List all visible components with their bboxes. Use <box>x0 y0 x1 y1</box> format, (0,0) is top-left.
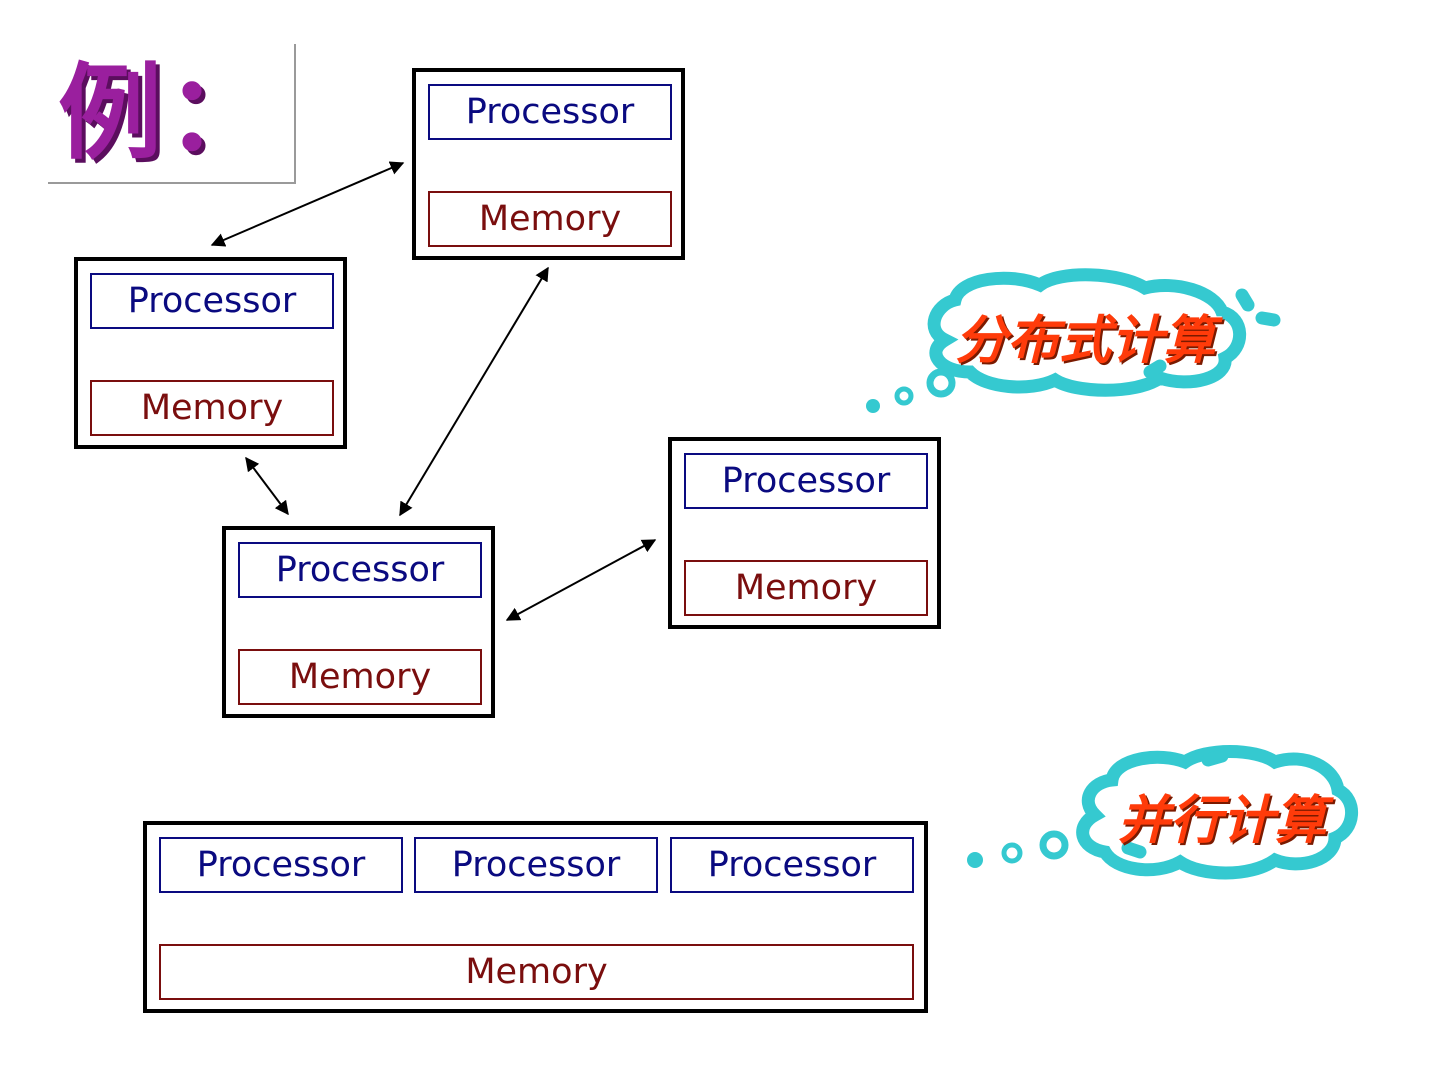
link-left-center <box>245 456 289 516</box>
node-right: Processor Memory <box>668 437 941 629</box>
shared-memory-box: Memory <box>159 944 914 1000</box>
cloud-parallel-bubble-1 <box>1039 830 1069 860</box>
title-frame <box>48 44 296 184</box>
link-center-right <box>505 539 657 621</box>
node-left: Processor Memory <box>74 257 347 449</box>
cloud-distributed-bubble-3 <box>866 399 880 413</box>
cloud-parallel-bubble-3 <box>967 852 983 868</box>
processor-box: Processor <box>684 453 928 509</box>
node-top: Processor Memory <box>412 68 685 260</box>
processor-box-3: Processor <box>670 837 914 893</box>
cloud-parallel-text: 并行计算 <box>1118 791 1327 851</box>
processor-box-1: Processor <box>159 837 403 893</box>
cloud-parallel-bubble-2 <box>1001 842 1023 864</box>
memory-box: Memory <box>428 191 672 247</box>
cloud-distributed-bubble-1 <box>926 368 956 398</box>
cloud-parallel <box>1076 745 1359 880</box>
link-top-center <box>399 266 549 517</box>
slide-title: 例： <box>58 52 275 174</box>
processor-box: Processor <box>428 84 672 140</box>
memory-box: Memory <box>90 380 334 436</box>
memory-box: Memory <box>238 649 482 705</box>
node-shared-memory: Processor Processor Processor Memory <box>143 821 928 1013</box>
link-top-left <box>210 161 405 247</box>
cloud-distributed-text: 分布式计算 <box>955 311 1216 371</box>
processor-box: Processor <box>238 542 482 598</box>
processor-box-2: Processor <box>414 837 658 893</box>
cloud-distributed <box>927 268 1281 397</box>
node-center: Processor Memory <box>222 526 495 718</box>
cloud-distributed-bubble-2 <box>894 386 914 406</box>
processor-box: Processor <box>90 273 334 329</box>
memory-box: Memory <box>684 560 928 616</box>
